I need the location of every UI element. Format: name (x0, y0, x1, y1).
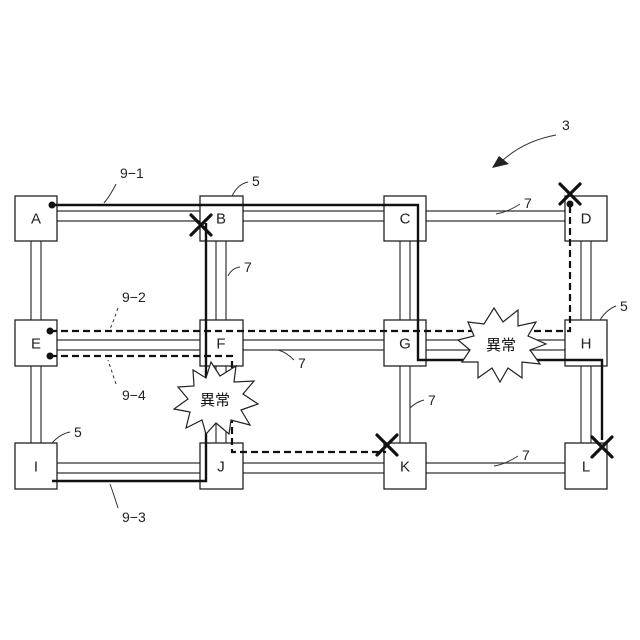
node-ref-b: 5 (252, 173, 260, 189)
figure-ref-arrow (503, 135, 556, 160)
route-9-3 (52, 223, 206, 481)
route-9-4-start-dot (47, 353, 54, 360)
node-label: D (581, 211, 592, 228)
route-9-1 (52, 205, 602, 440)
figure-reference: 3 (492, 117, 570, 168)
anomaly-label: 異常 (200, 391, 230, 409)
route-label-9-2-leader (110, 308, 118, 329)
node-label: F (216, 336, 225, 353)
link-ref-b-f-leader (228, 267, 240, 276)
node-label: H (581, 336, 592, 353)
node-label: A (31, 211, 41, 228)
route-label-9-3-leader (110, 484, 118, 508)
route-9-2-start-dot (47, 328, 54, 335)
route-label-9-3: 9−3 (122, 509, 146, 525)
link-ref-k-l-leader (494, 456, 518, 466)
link-ref-g-k-leader (410, 400, 424, 408)
link-ref-f-g: 7 (298, 355, 306, 371)
node-ref-i-leader (52, 432, 70, 443)
node-label: C (400, 211, 411, 228)
route-label-9-4: 9−4 (122, 387, 146, 403)
node-label: B (216, 211, 226, 228)
node-ref-b-leader (232, 182, 248, 196)
anomaly-label: 異常 (486, 336, 516, 354)
link-ref-f-g-leader (278, 350, 294, 360)
link-ref-b-f: 7 (244, 259, 252, 275)
figure-ref-label: 3 (562, 117, 570, 133)
anomaly-burst-1: 異常 (174, 362, 258, 434)
node-ref-i: 5 (74, 424, 82, 440)
link-ref-g-k: 7 (428, 392, 436, 408)
route-label-9-4-leader (108, 360, 116, 384)
link-ref-c-d-leader (496, 204, 520, 214)
node-label: L (582, 459, 590, 476)
node-c: C (384, 196, 426, 241)
link-ref-c-d: 7 (524, 195, 532, 211)
node-label: E (31, 336, 41, 353)
link-ref-k-l: 7 (522, 447, 530, 463)
node-label: I (34, 459, 38, 476)
node-i: I (15, 443, 57, 489)
node-label: K (400, 459, 410, 476)
node-ref-h: 5 (620, 298, 628, 314)
route-labels: 9−1 9−2 9−4 9−3 (104, 165, 146, 525)
anomaly-burst-2: 異常 (458, 308, 546, 382)
node-label: J (217, 459, 225, 476)
route-label-9-1: 9−1 (120, 165, 144, 181)
node-ref-h-leader (600, 306, 616, 320)
figure-ref-arrowhead (492, 156, 509, 168)
route-9-2-end-dot (567, 201, 574, 208)
route-9-1-start-dot (49, 202, 56, 209)
route-label-9-2: 9−2 (122, 289, 146, 305)
route-label-9-1-leader (104, 184, 116, 203)
node-label: G (399, 336, 411, 353)
